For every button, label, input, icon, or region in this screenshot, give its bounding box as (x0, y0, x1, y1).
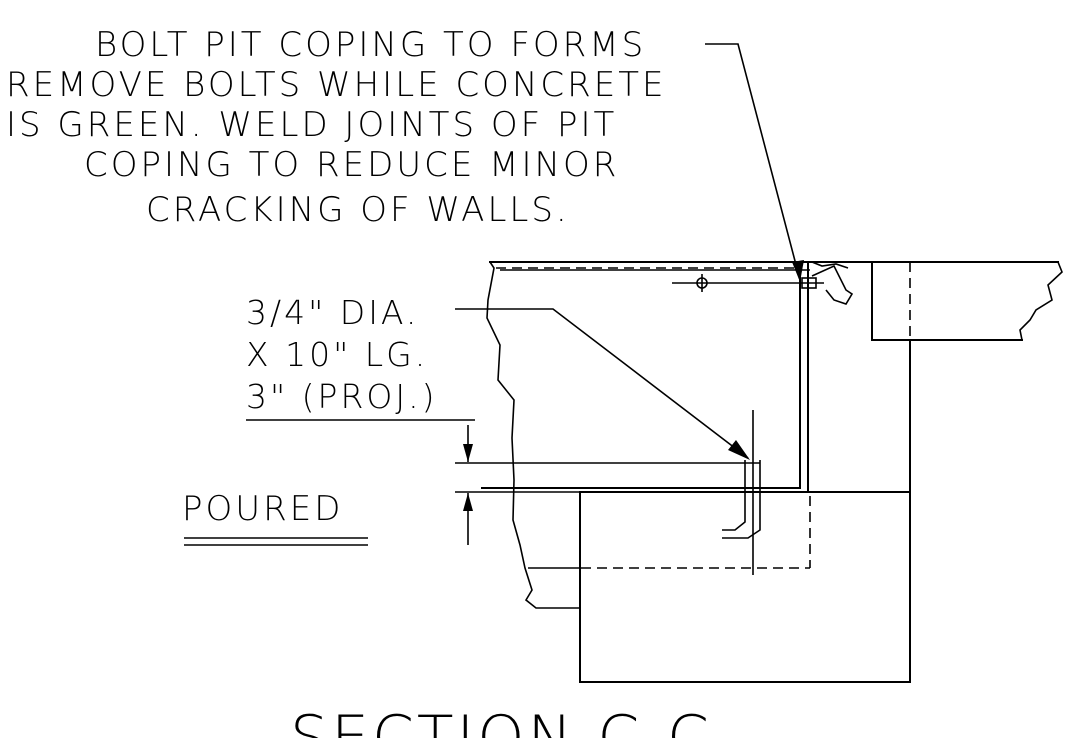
note-line-5: CRACKING OF WALLS. (146, 190, 570, 230)
note-line-2: REMOVE BOLTS WHILE CONCRETE (6, 65, 666, 105)
bolt-leader (455, 308, 750, 460)
coping-note: BOLT PIT COPING TO FORMS REMOVE BOLTS WH… (6, 25, 666, 230)
poured-text: POURED (182, 489, 343, 529)
projection-dimension (455, 425, 760, 545)
existing-slab (486, 261, 871, 609)
section-title: SECTION C-C (290, 703, 712, 738)
bolt-callout: 3/4" DIA. X 10" LG. 3" (PROJ.) (246, 293, 437, 416)
poured-label: POURED (182, 489, 368, 546)
note-line-1: BOLT PIT COPING TO FORMS (95, 25, 646, 65)
bolt-callout-line-3: 3" (PROJ.) (246, 377, 437, 416)
bolt-callout-line-2: X 10" LG. (246, 335, 428, 374)
pit-wall (481, 261, 809, 493)
coping-angle (672, 261, 854, 305)
right-slab (871, 261, 1063, 341)
bolt-callout-line-1: 3/4" DIA. (246, 293, 419, 332)
pit-base (579, 339, 911, 683)
note-leader (705, 43, 804, 282)
dashed-outline (496, 262, 911, 569)
note-line-3: IS GREEN. WELD JOINTS OF PIT (6, 105, 617, 145)
note-line-4: COPING TO REDUCE MINOR (84, 145, 619, 185)
